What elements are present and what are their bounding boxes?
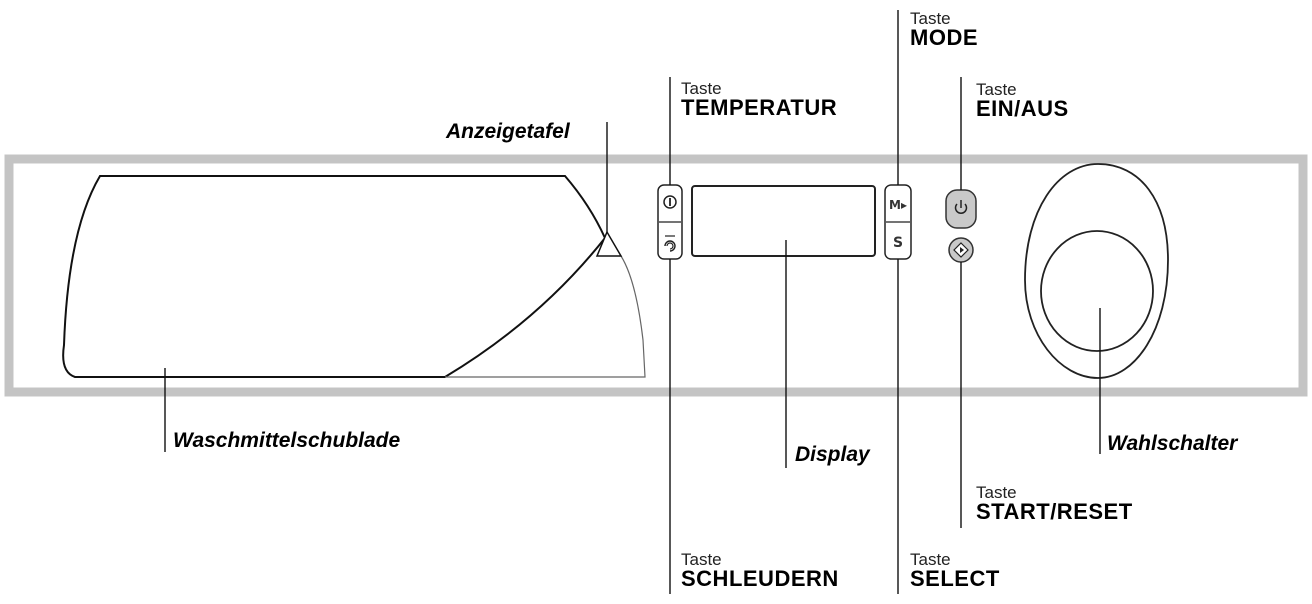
callout-name: EIN/AUS [976,96,1069,121]
callout-name: TEMPERATUR [681,95,838,120]
mode-button[interactable]: M▸ [889,198,907,212]
indicator-triangle [595,230,623,257]
program-selector-knob[interactable] [1040,230,1154,352]
callout-startreset: Taste START/RESET [976,484,1133,523]
callout-select: Taste SELECT [910,551,1000,590]
callout-prefix: Taste [976,80,1017,99]
spin-icon[interactable] [664,235,676,252]
label-waschmittelschublade: Waschmittelschublade [173,429,401,452]
callout-name: SCHLEUDERN [681,566,839,591]
power-button[interactable] [945,189,977,229]
callout-name: START/RESET [976,499,1133,524]
label-wahlschalter: Wahlschalter [1107,432,1238,455]
label-anzeigetafel: Anzeigetafel [446,120,570,143]
detergent-drawer[interactable] [62,175,607,378]
callout-prefix: Taste [910,9,951,28]
thermometer-icon[interactable] [663,195,677,209]
label-display: Display [795,443,870,466]
callout-prefix: Taste [681,550,722,569]
callout-name: MODE [910,25,978,50]
callout-name: SELECT [910,566,1000,591]
display-screen [691,185,876,257]
leader-lines [164,10,1101,594]
callout-prefix: Taste [910,550,951,569]
drawer-side-edge [445,255,646,378]
start-reset-icon [953,242,969,258]
power-icon [954,200,968,215]
callout-prefix: Taste [681,79,722,98]
callout-prefix: Taste [976,483,1017,502]
select-button[interactable]: S [893,235,903,251]
callout-mode: Taste MODE [910,10,978,49]
control-panel-frame [4,154,1308,397]
callout-einaus: Taste EIN/AUS [976,81,1069,120]
callout-schleudern: Taste SCHLEUDERN [681,551,839,590]
callout-temperatur: Taste TEMPERATUR [681,80,837,119]
